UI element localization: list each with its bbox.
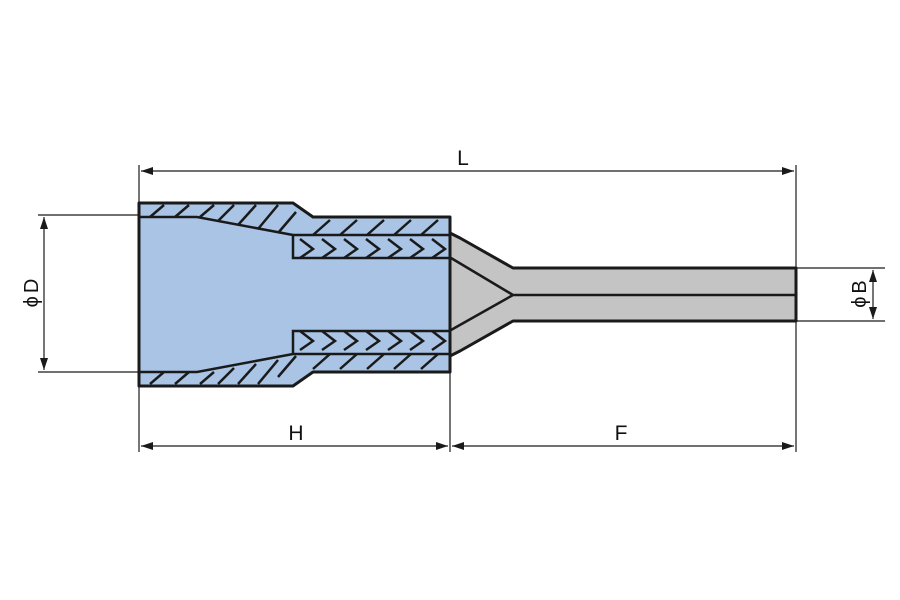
pin-funnel-lines — [450, 256, 796, 332]
svg-text:ϕD: ϕD — [21, 279, 43, 308]
dim-label-H: H — [288, 422, 303, 445]
dim-label-D-group: ϕD — [21, 279, 43, 308]
dim-label-B-group: ϕB — [849, 280, 871, 308]
diameter-symbol: ϕ — [849, 297, 871, 308]
sleeve-wall-top — [139, 204, 450, 260]
dim-label-D: D — [21, 279, 43, 293]
diameter-symbol: ϕ — [21, 296, 43, 307]
svg-text:ϕB: ϕB — [849, 280, 871, 308]
pin-contact — [448, 231, 798, 358]
sleeve-wall-bottom — [139, 329, 450, 385]
dim-label-L: L — [457, 147, 469, 170]
insulation-sleeve — [137, 201, 452, 388]
dim-label-F: F — [615, 422, 628, 445]
dimension-lines — [40, 167, 877, 450]
extension-lines — [38, 165, 885, 452]
dim-label-B: B — [849, 280, 871, 293]
